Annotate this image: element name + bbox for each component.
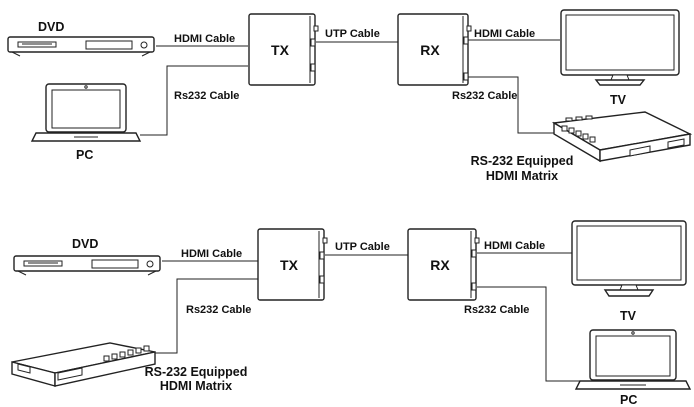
top-laptop-icon xyxy=(30,83,142,142)
bottom-tv-icon xyxy=(571,220,687,297)
bottom-utp-label: UTP Cable xyxy=(335,241,390,253)
top-rs232-left-line xyxy=(140,65,248,136)
bottom-rs232-right-line xyxy=(477,286,584,382)
bottom-dvd-label: DVD xyxy=(72,237,98,251)
bottom-rs232-right-label: Rs232 Cable xyxy=(464,304,529,316)
top-diagram: DVD PC TX RX xyxy=(7,9,693,183)
bottom-matrix-label-line1: RS-232 Equipped xyxy=(145,365,248,379)
bottom-hdmi-matrix-icon xyxy=(11,342,156,387)
top-rs232-right-line xyxy=(468,76,555,134)
bottom-rs232-left-label: Rs232 Cable xyxy=(186,304,251,316)
top-dvd-player-icon xyxy=(7,36,155,57)
top-tv-icon xyxy=(560,9,680,86)
bottom-cables xyxy=(152,252,584,382)
top-rs232-right-label: Rs232 Cable xyxy=(452,90,517,102)
bottom-diagram: DVD RS-232 Equipped HDMI Matrix TX xyxy=(11,220,692,407)
top-utp-label: UTP Cable xyxy=(325,28,380,40)
top-tx-box xyxy=(248,13,319,86)
bottom-rx-box xyxy=(407,228,480,301)
top-hdmi-in-label: HDMI Cable xyxy=(174,33,235,45)
top-cables xyxy=(140,39,560,136)
top-matrix-label-line2: HDMI Matrix xyxy=(486,169,558,183)
bottom-tx-box xyxy=(257,228,328,301)
top-dvd-label: DVD xyxy=(38,20,64,34)
top-pc-label: PC xyxy=(76,148,93,162)
top-matrix-label-line1: RS-232 Equipped xyxy=(471,154,574,168)
bottom-dvd-player-icon xyxy=(13,255,161,276)
top-hdmi-out-label: HDMI Cable xyxy=(474,28,535,40)
top-tx-label: TX xyxy=(271,42,290,58)
top-rx-label: RX xyxy=(420,42,440,58)
bottom-tx-label: TX xyxy=(280,257,299,273)
bottom-matrix-label-line2: HDMI Matrix xyxy=(160,379,232,393)
bottom-tv-label: TV xyxy=(620,309,637,323)
bottom-hdmi-out-label: HDMI Cable xyxy=(484,240,545,252)
top-tv-label: TV xyxy=(610,93,627,107)
bottom-rx-label: RX xyxy=(430,257,450,273)
bottom-hdmi-in-label: HDMI Cable xyxy=(181,248,242,260)
bottom-pc-label: PC xyxy=(620,393,637,407)
top-rx-box xyxy=(397,13,472,86)
top-hdmi-matrix-icon xyxy=(551,111,693,163)
bottom-rs232-left-line xyxy=(152,278,258,354)
top-rs232-left-label: Rs232 Cable xyxy=(174,90,239,102)
bottom-laptop-icon xyxy=(574,329,692,390)
